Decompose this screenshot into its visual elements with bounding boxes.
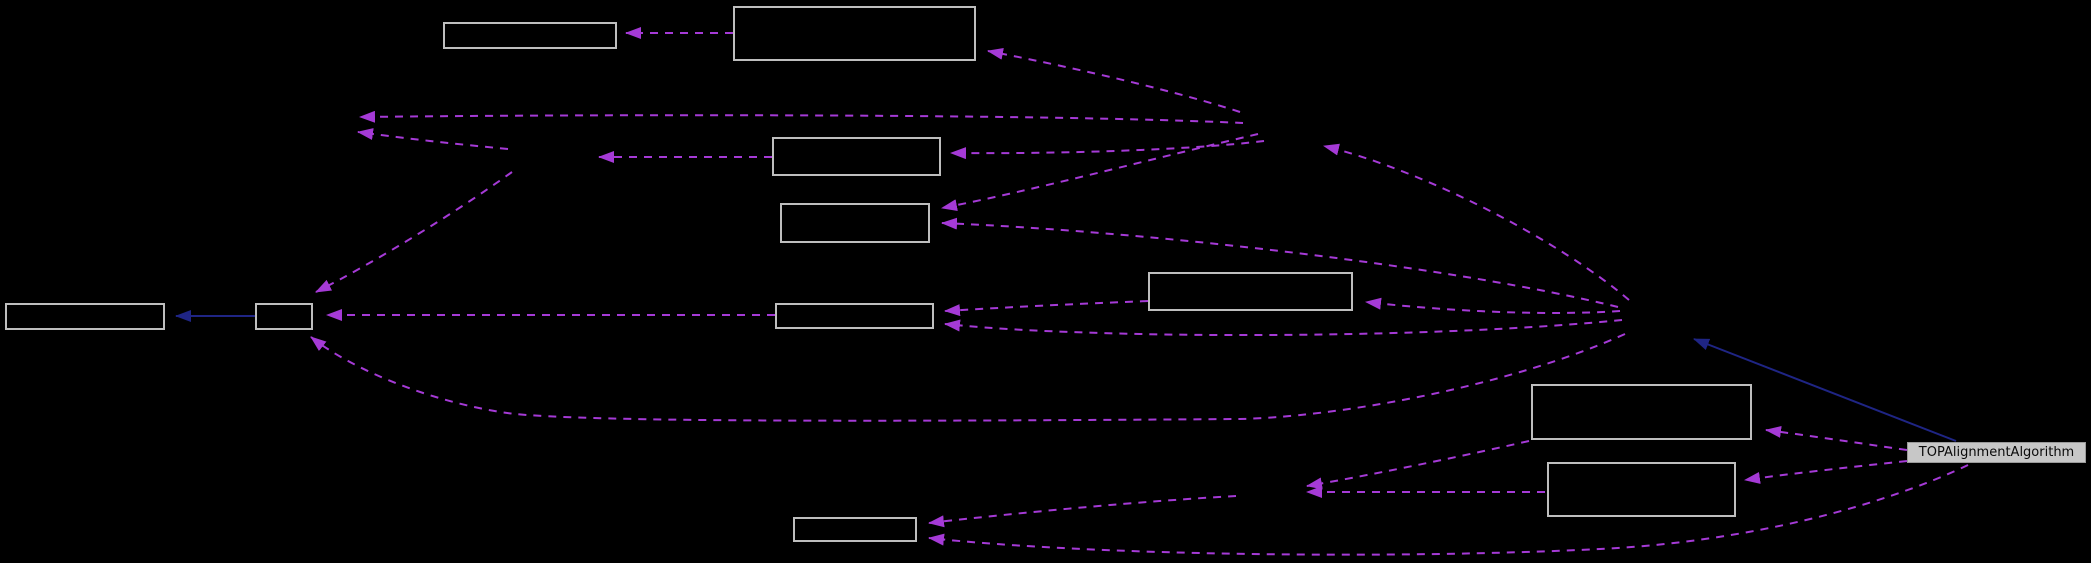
node-box-5[interactable] <box>1148 272 1353 311</box>
edge-hub2-to-box-1 <box>950 140 1265 160</box>
edge-hub2-to-box-b <box>987 47 1241 113</box>
edge-hub3-to-box-5 <box>1365 297 1621 314</box>
node-TOPAlignmentAlgorithm[interactable]: TOPAlignmentAlgorithm <box>1907 442 2086 463</box>
edge-hub2-to-hub1-top <box>359 110 1244 124</box>
edge-hub3-to-hub2 <box>1323 143 1630 301</box>
node-box-1[interactable] <box>772 137 941 176</box>
node-box-2[interactable] <box>780 203 930 243</box>
edge-node3-to-small-box <box>315 171 513 293</box>
edge-node3-to-hub1-bot <box>357 128 509 150</box>
edge-hub3-to-box-2 <box>941 217 1619 308</box>
node-box-8[interactable] <box>775 303 934 329</box>
edge-TOPAlignmentAlgorithm-to-box-11 <box>928 464 1969 556</box>
node-box-a[interactable] <box>443 22 617 49</box>
node-box-b[interactable] <box>733 6 976 61</box>
edge-hub2-to-box-2 <box>941 133 1259 212</box>
edge-TOPAlignmentAlgorithm-to-box-9 <box>1765 425 1908 451</box>
edge-box-9-to-hub4 <box>1306 440 1530 490</box>
edge-box-5-to-box-8 <box>944 300 1149 317</box>
edge-TOPAlignmentAlgorithm-to-hub3 <box>1693 338 1957 442</box>
edge-hub3-to-small-box <box>310 333 1626 422</box>
edge-hub4-to-box-11 <box>928 495 1237 528</box>
node-box-11[interactable] <box>793 517 917 542</box>
node-far-left-box[interactable] <box>5 303 165 330</box>
edge-hub3-to-box-8 <box>944 319 1623 337</box>
node-box-9[interactable] <box>1531 384 1752 440</box>
edge-TOPAlignmentAlgorithm-to-box-10 <box>1744 460 1908 484</box>
node-small-box[interactable] <box>255 303 313 330</box>
node-box-10[interactable] <box>1547 462 1736 517</box>
